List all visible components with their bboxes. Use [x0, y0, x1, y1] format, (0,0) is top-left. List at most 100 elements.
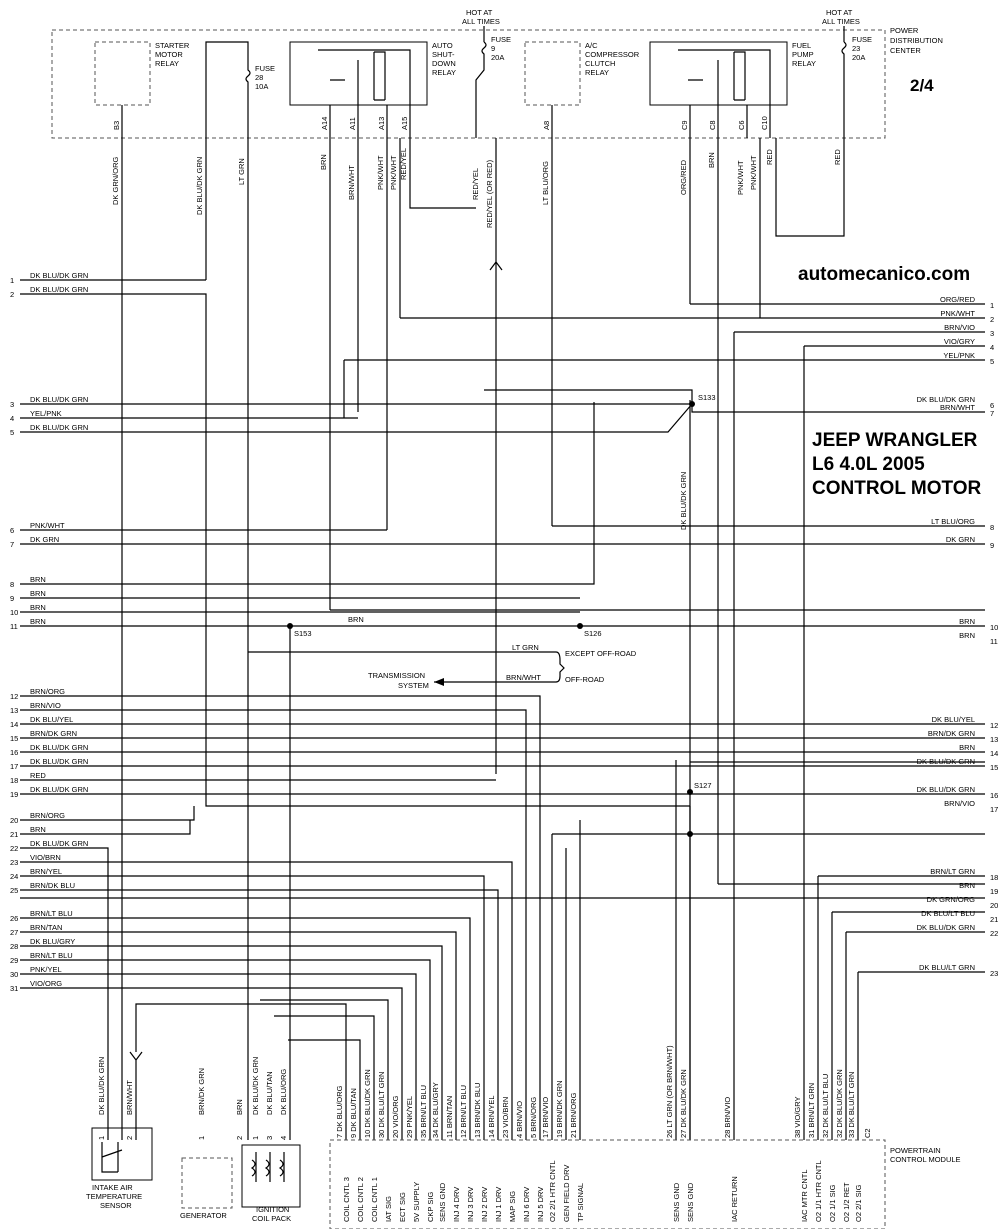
splice-s127-label: S127 [694, 781, 712, 790]
pcm-wire-label: 9 DK BLU/TAN [349, 1088, 358, 1138]
pcm-wire-label: 26 LT GRN (OR BRN/WHT) [665, 1045, 674, 1138]
offroad-label: OFF-ROAD [565, 675, 605, 684]
left-row-wire-label: BRN [30, 617, 46, 626]
iat-label-3: SENSOR [100, 1201, 132, 1210]
pcm-pin-function: INJ 4 DRV [452, 1187, 461, 1222]
left-row-wire-label: PNK/YEL [30, 965, 62, 974]
left-row-number: 30 [10, 970, 18, 979]
right-row-number: 13 [990, 735, 998, 744]
left-row-wire-label: DK BLU/DK GRN [30, 839, 88, 848]
right-row-number: 6 [990, 401, 994, 410]
left-row-wire-label: BRN/LT BLU [30, 951, 73, 960]
top-wire-label: RED/YEL (OR RED) [485, 159, 494, 228]
right-row-wire-label: PNK/WHT [940, 309, 975, 318]
pcm-wire-label: 23 VIO/BRN [501, 1097, 510, 1138]
intake-air-temperature-sensor [91, 1127, 153, 1181]
left-row-wire-label: DK BLU/DK GRN [30, 743, 88, 752]
pcm-pin-function: O2 2/1 SIG [854, 1184, 863, 1222]
fuse28-label-2: 28 [255, 73, 263, 82]
pcm-label-1: POWERTRAIN [890, 1146, 941, 1155]
left-row-number: 17 [10, 762, 18, 771]
hot-label-2b: ALL TIMES [822, 17, 860, 26]
pdc-label-2: DISTRIBUTION [890, 36, 943, 45]
starter-motor-relay [94, 41, 151, 106]
pdc-pin-A14: A14 [320, 117, 329, 130]
splice-icon [687, 831, 693, 837]
left-row-wire-label: BRN/DK GRN [30, 729, 77, 738]
pcm-wire-label: 29 PNK/YEL [405, 1096, 414, 1138]
splice-s126-label: S126 [584, 629, 602, 638]
left-row-wire-label: BRN/DK BLU [30, 881, 75, 890]
pcm-pin-function: IAT SIG [384, 1196, 393, 1222]
coil-pack-label-2: COIL PACK [252, 1214, 291, 1223]
top-wire-label: RED/YEL [471, 168, 480, 200]
right-row-number: 11 [990, 637, 998, 646]
pdc-pin-A8: A8 [542, 121, 551, 130]
right-row-wire-label: BRN [959, 617, 975, 626]
pcm-pin-function: O2 1/2 RET [842, 1182, 851, 1222]
left-row-number: 16 [10, 748, 18, 757]
coil-pack-label-1: IGNITION [256, 1205, 289, 1214]
right-row-wire-label: BRN/VIO [944, 799, 975, 808]
right-row-labels: 1ORG/RED2PNK/WHT3BRN/VIO4VIO/GRY5YEL/PNK… [917, 295, 999, 978]
right-row-number: 7 [990, 409, 994, 418]
fuel-relay-label-3: RELAY [792, 59, 816, 68]
fuse28-label-1: FUSE [255, 64, 275, 73]
top-wire-label: BRN [707, 152, 716, 168]
left-row-number: 13 [10, 706, 18, 715]
title-line-1: JEEP WRANGLER [812, 430, 978, 451]
left-row-number: 3 [10, 400, 14, 409]
left-row-wire-label: DK BLU/DK GRN [30, 757, 88, 766]
pcm-wire-label: 20 VIO/ORG [391, 1095, 400, 1138]
title-line-3: CONTROL MOTOR [812, 478, 982, 499]
component-wire-label: BRN/WHT [125, 1080, 134, 1115]
top-wire-label: BRN [319, 154, 328, 170]
fuse9-label-1: FUSE [491, 35, 511, 44]
mid-label-lt-grn: LT GRN [512, 643, 539, 652]
transmission-label-2: SYSTEM [398, 681, 429, 690]
pcm-wire-label: 27 DK BLU/DK GRN [679, 1069, 688, 1138]
component-pin-number: 2 [125, 1136, 134, 1140]
connector-icon [489, 261, 503, 271]
left-row-number: 6 [10, 526, 14, 535]
left-row-number: 18 [10, 776, 18, 785]
left-row-wire-label: DK BLU/DK GRN [30, 285, 88, 294]
left-row-number: 9 [10, 594, 14, 603]
pcm-wire-label: 14 BRN/YEL [487, 1095, 496, 1138]
option-bracket-icon [555, 651, 565, 683]
right-row-wire-label: YEL/PNK [943, 351, 975, 360]
right-row-number: 16 [990, 791, 998, 800]
pcm-pin-function: COIL CNTL 3 [342, 1177, 351, 1222]
fuse23-label-2: 23 [852, 44, 860, 53]
right-row-wire-label: BRN/VIO [944, 323, 975, 332]
top-wire-label: PNK/WHT [376, 155, 385, 190]
right-row-wire-label: DK BLU/YEL [932, 715, 975, 724]
pcm-pin-function: O2 1/1 SIG [828, 1184, 837, 1222]
pcm-wire-label: 31 BRN/LT GRN [807, 1083, 816, 1138]
pcm-pin-function: O2 2/1 HTR CNTL [548, 1160, 557, 1222]
pcm-wire-label: 30 DK BLU/LT GRN [377, 1072, 386, 1138]
left-row-number: 4 [10, 414, 14, 423]
mid-label-brn-wht: BRN/WHT [506, 673, 541, 682]
mid-label-dk-blu-dk-grn: DK BLU/DK GRN [679, 472, 688, 530]
relay-coil-icon [318, 49, 411, 105]
hot-label-2a: HOT AT [826, 8, 853, 17]
right-row-number: 17 [990, 805, 998, 814]
hot-label-1b: ALL TIMES [462, 17, 500, 26]
title-line-2: L6 4.0L 2005 [812, 454, 925, 475]
right-row-wire-label: BRN [959, 743, 975, 752]
pcm-pin-function: 5V SUPPLY [412, 1182, 421, 1222]
pcm-wire-label: 21 BRN/ORG [569, 1092, 578, 1138]
right-row-number: 5 [990, 357, 994, 366]
right-row-wire-label: BRN [959, 881, 975, 890]
left-row-number: 8 [10, 580, 14, 589]
except-offroad-label: EXCEPT OFF-ROAD [565, 649, 637, 658]
left-row-number: 5 [10, 428, 14, 437]
fuse28-label-3: 10A [255, 82, 268, 91]
right-row-wire-label: DK BLU/DK GRN [917, 923, 975, 932]
top-wire-label: RED [833, 149, 842, 165]
left-row-number: 14 [10, 720, 18, 729]
